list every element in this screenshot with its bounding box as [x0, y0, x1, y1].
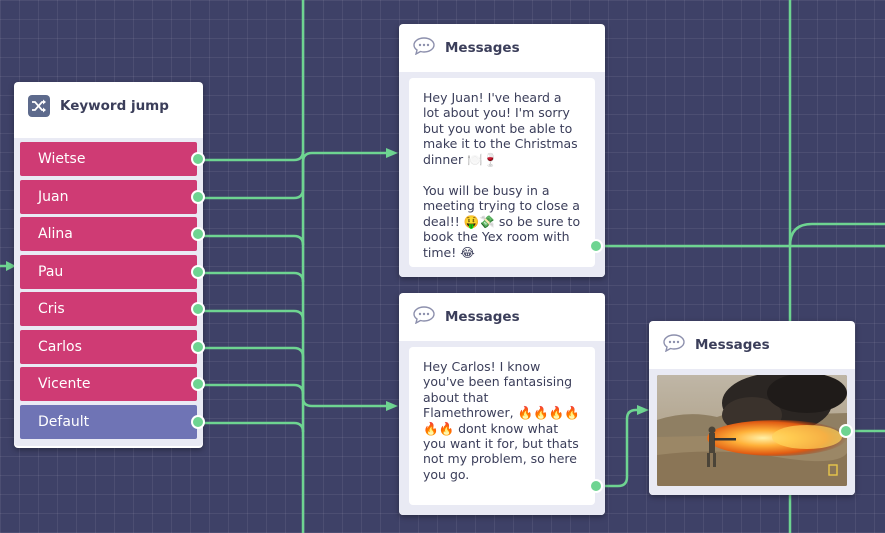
- keyword-item-alina[interactable]: Alina: [20, 217, 205, 251]
- output-port[interactable]: [191, 264, 205, 279]
- arrow-m2: [386, 401, 398, 411]
- output-port[interactable]: [839, 424, 853, 438]
- shuffle-icon: [28, 95, 50, 117]
- message-bubble[interactable]: Hey Juan! I've heard a lot about you! I'…: [409, 78, 595, 267]
- output-port[interactable]: [191, 339, 205, 354]
- keyword-item-default[interactable]: Default: [20, 404, 205, 439]
- keyword-label: Wietse: [38, 151, 86, 167]
- output-port[interactable]: [191, 152, 205, 166]
- output-port[interactable]: [191, 377, 205, 391]
- wire-vicente: [196, 383, 305, 395]
- message-node-carlos[interactable]: Messages Hey Carlos! I know you've been …: [399, 293, 605, 515]
- flamethrower-photo[interactable]: [657, 375, 847, 486]
- keyword-item-carlos[interactable]: Carlos: [20, 329, 205, 364]
- message-node-image[interactable]: Messages: [649, 321, 855, 495]
- keyword-item-pau[interactable]: Pau: [20, 254, 205, 289]
- keyword-label: Cris: [38, 301, 65, 317]
- message-bubble[interactable]: Hey Carlos! I know you've been fantasisi…: [409, 347, 595, 505]
- wire-wietse: [196, 150, 305, 162]
- keyword-node-title: Keyword jump: [60, 98, 169, 114]
- chat-bubble-icon: [663, 334, 685, 356]
- wire-pau: [196, 271, 305, 283]
- output-port[interactable]: [191, 227, 205, 241]
- message-text: Hey Juan! I've heard a lot about you! I'…: [423, 90, 578, 167]
- message-node-juan[interactable]: Messages Hey Juan! I've heard a lot abou…: [399, 24, 605, 277]
- keyword-label: Alina: [38, 226, 73, 242]
- message-body: Hey Juan! I've heard a lot about you! I'…: [399, 72, 605, 277]
- chat-bubble-icon: [413, 306, 435, 328]
- arrow-m1: [386, 148, 398, 158]
- chat-bubble-icon: [413, 37, 435, 59]
- keyword-label: Pau: [38, 263, 64, 280]
- message-node-header: Messages: [399, 293, 605, 341]
- message-node-title: Messages: [445, 40, 520, 56]
- output-port[interactable]: [191, 189, 205, 204]
- wire-default: [196, 421, 305, 433]
- keyword-label: Default: [38, 413, 90, 430]
- keyword-item-cris[interactable]: Cris: [20, 292, 205, 326]
- wire-carlos: [196, 346, 388, 408]
- wire-juan: [196, 151, 388, 200]
- message-text: Hey Carlos! I know you've been fantasisi…: [423, 359, 580, 482]
- message-node-title: Messages: [695, 337, 770, 353]
- arrow-m3: [637, 405, 649, 415]
- message-node-title: Messages: [445, 309, 520, 325]
- keyword-label: Vicente: [38, 376, 91, 392]
- output-port[interactable]: [191, 302, 205, 316]
- message-node-header: Messages: [649, 321, 855, 369]
- keyword-list: Wietse Juan Alina Pau Cris Carlos Vicent…: [14, 138, 205, 446]
- wire-right-branch: [788, 222, 885, 247]
- output-port[interactable]: [191, 414, 205, 429]
- keyword-label: Juan: [38, 188, 69, 205]
- keyword-label: Carlos: [38, 338, 82, 355]
- message-text: You will be busy in a meeting trying to …: [423, 183, 581, 260]
- keyword-item-wietse[interactable]: Wietse: [20, 142, 205, 176]
- keyword-item-vicente[interactable]: Vicente: [20, 367, 205, 401]
- output-port[interactable]: [589, 479, 603, 493]
- message-body: Hey Carlos! I know you've been fantasisi…: [399, 341, 605, 515]
- message-node-header: Messages: [399, 24, 605, 72]
- wire-alina: [196, 234, 305, 246]
- keyword-node-header: Keyword jump: [14, 82, 203, 130]
- wire-cris: [196, 309, 305, 321]
- keyword-jump-node[interactable]: Keyword jump Wietse Juan Alina Pau Cris …: [14, 82, 205, 448]
- output-port[interactable]: [589, 239, 603, 253]
- keyword-item-juan[interactable]: Juan: [20, 179, 205, 214]
